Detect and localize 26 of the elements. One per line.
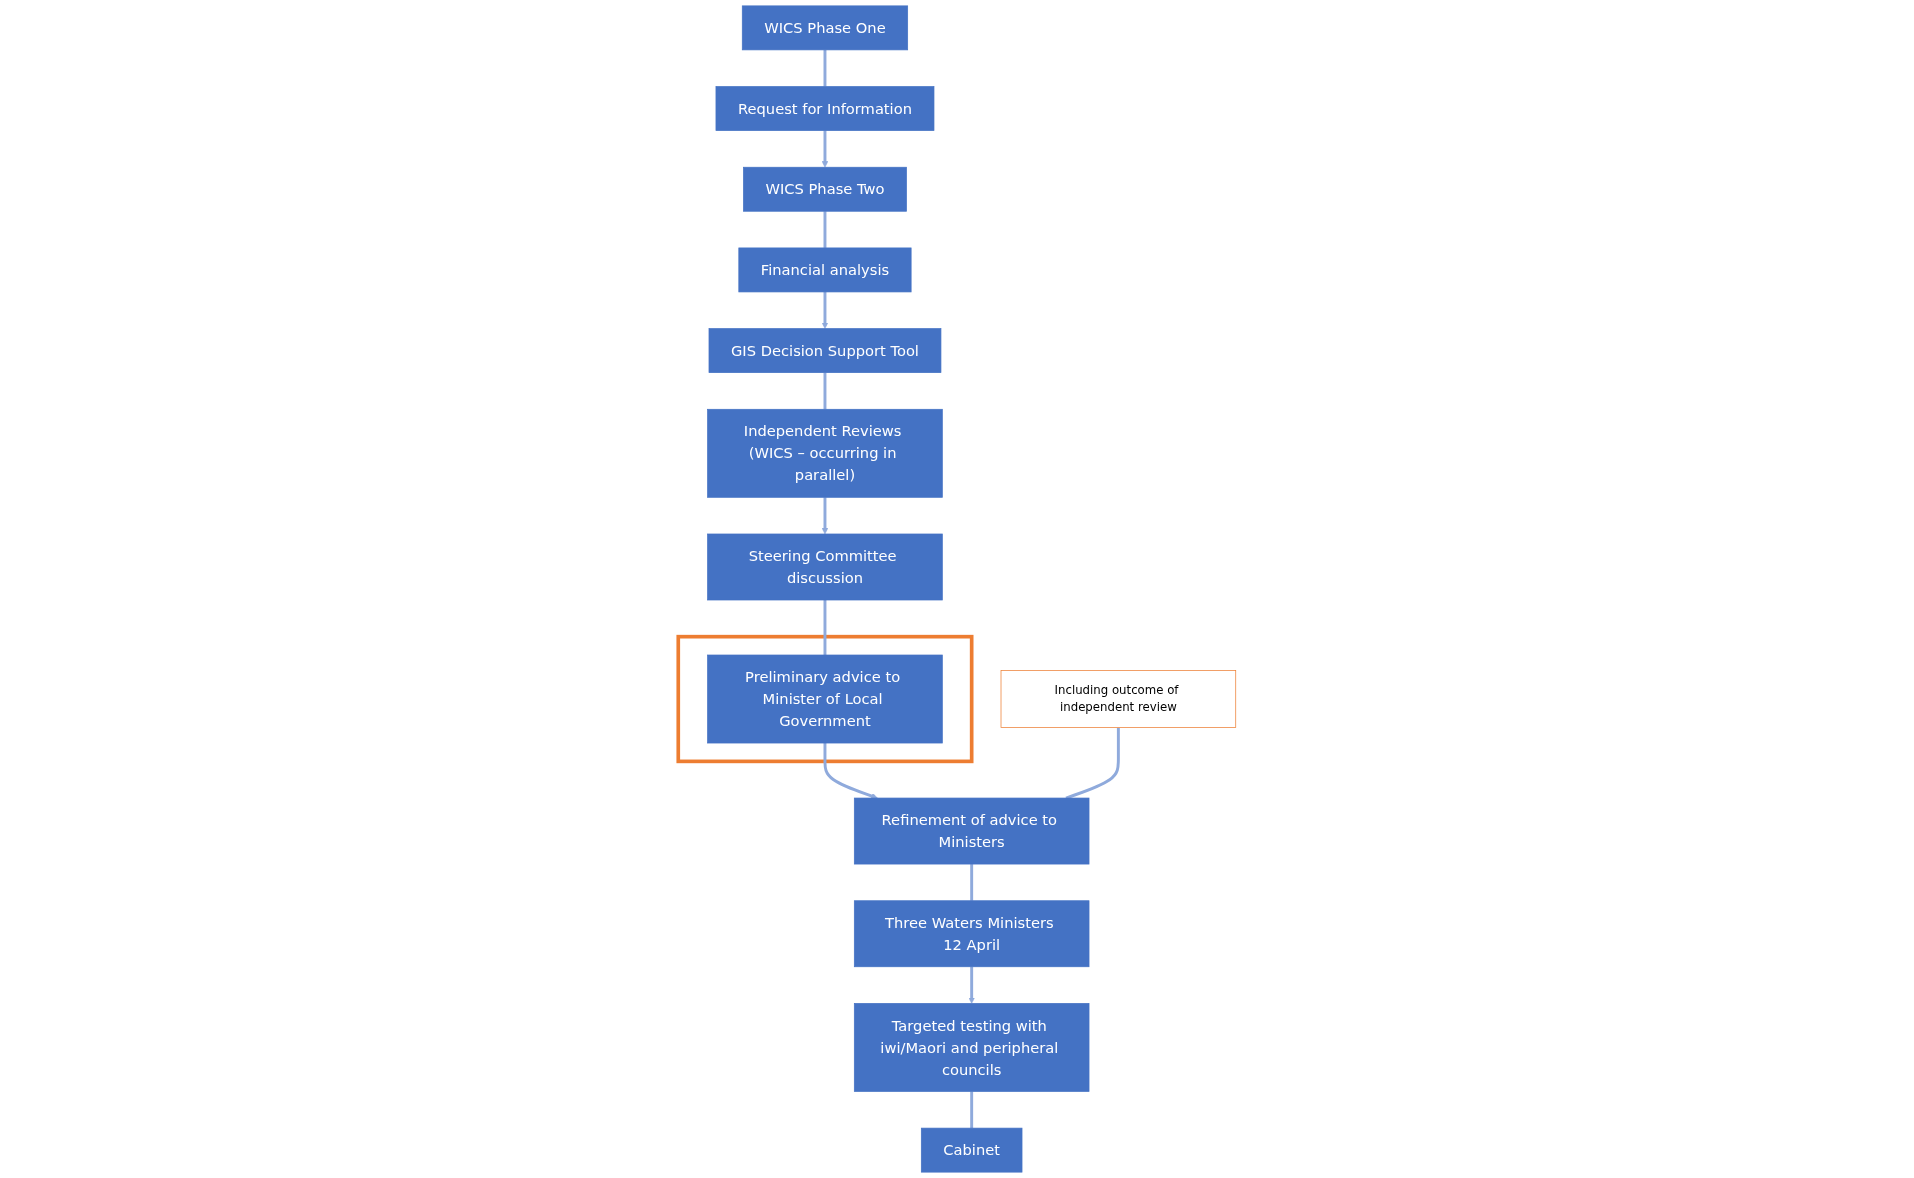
arrow: [968, 966, 975, 1004]
node-box: Cabinet: [920, 1127, 1023, 1173]
connector: [823, 372, 827, 410]
node-box: GIS Decision Support Tool: [708, 328, 942, 373]
connector: [970, 1091, 974, 1129]
node-box: Refinement of advice to Ministers: [853, 797, 1090, 865]
connector: [823, 211, 827, 248]
connector: [970, 864, 974, 901]
connector: [823, 49, 827, 87]
connector: [823, 600, 827, 655]
node-box: Steering Committee discussion: [707, 533, 943, 601]
node-box: Request for Information: [715, 86, 935, 131]
node-box: Targeted testing with iwi/Maori and peripheral councils: [853, 1003, 1090, 1092]
arrow: [821, 497, 829, 535]
node-box: Financial analysis: [738, 247, 912, 293]
node-box: Independent Reviews (WICS – occurring in parallel): [707, 408, 943, 498]
connector: [1065, 727, 1120, 800]
arrow: [823, 743, 878, 800]
node-box: Preliminary advice to Minister of Local Government: [707, 654, 943, 744]
node-box: WICS Phase One: [741, 5, 909, 51]
node-box: Three Waters Ministers 12 April: [853, 900, 1090, 968]
node-box: WICS Phase Two: [743, 166, 907, 212]
arrow: [821, 291, 829, 329]
arrow: [821, 130, 829, 168]
node-box: Including outcome of independent review: [1000, 670, 1237, 728]
cluster: [676, 634, 974, 764]
